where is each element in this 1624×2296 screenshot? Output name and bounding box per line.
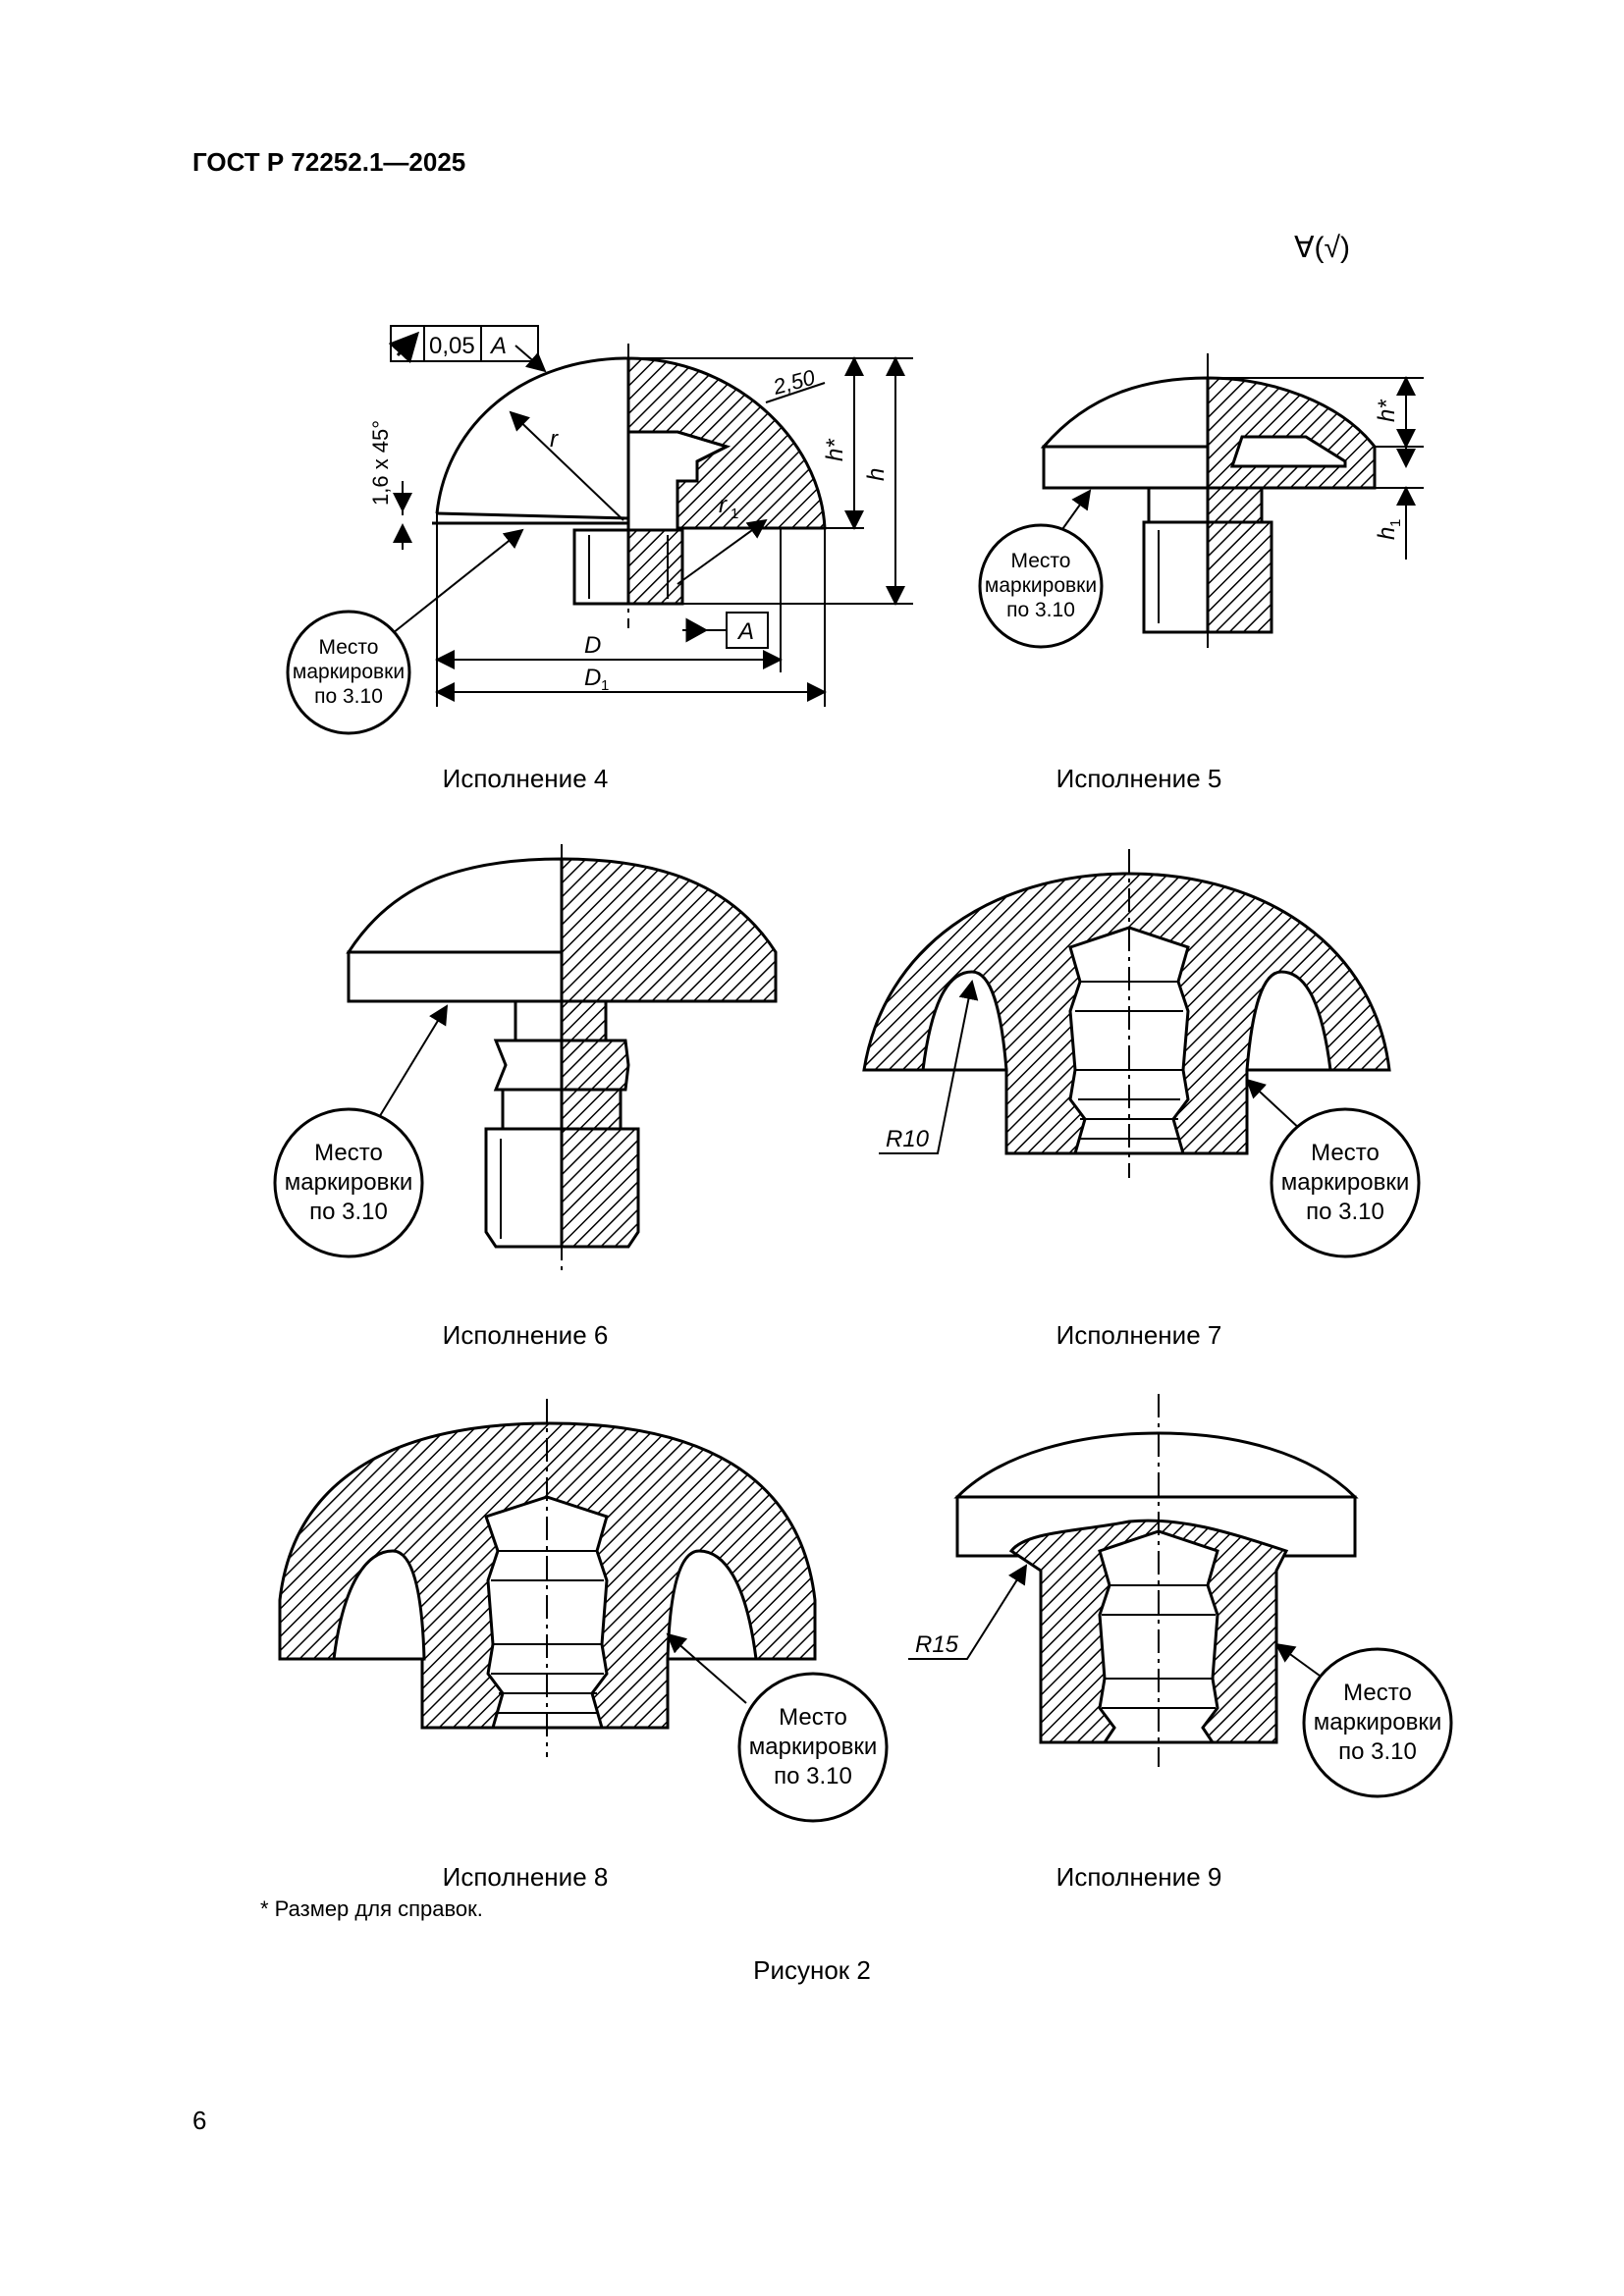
marking-text-line3: по 3.10 [314,685,383,708]
caption-variant-9: Исполнение 9 [1056,1862,1222,1892]
marking-text-line3: по 3.10 [774,1763,852,1789]
dimension-h1-subscript-5: 1 [1387,519,1404,527]
marking-text-line1: Место [1011,550,1071,572]
tolerance-datum: A [489,333,507,359]
marking-text-line1: Место [1343,1680,1412,1706]
marking-text-line1: Место [1311,1140,1380,1166]
dimension-h: h [863,468,890,481]
tolerance-value: 0,05 [429,333,475,359]
marking-text-line2: маркировки [293,661,405,683]
marking-text-line3: по 3.10 [309,1199,388,1225]
dimension-D1-subscript: 1 [601,677,609,694]
variant-6-drawing [273,844,778,1276]
dimension-r1: r [719,492,728,518]
variant-8-labels: Место маркировки по 3.10 [749,1704,877,1789]
figure-caption: Рисунок 2 [753,1955,871,1985]
variant-9-labels: R15 Место маркировки по 3.10 [915,1631,1441,1765]
dimension-h1-5: h [1374,527,1400,540]
page-number: 6 [192,2106,207,2135]
dimension-D: D [584,632,601,659]
variant-9-drawing [908,1394,1453,1798]
variant-7-labels: R10 Место маркировки по 3.10 [886,1126,1409,1225]
variant-7-drawing [862,849,1421,1258]
variant-6-labels: Место маркировки по 3.10 [285,1140,412,1225]
variant-4-drawing [286,325,913,735]
radius-r15: R15 [915,1631,959,1658]
marking-text-line3: по 3.10 [1338,1738,1417,1765]
roughness-symbol: ∀(√) [1294,232,1350,264]
marking-text-line2: маркировки [285,1169,412,1196]
dimension-h-star-5: h* [1374,400,1400,422]
caption-variant-4: Исполнение 4 [442,764,609,793]
dimension-r: r [550,426,559,453]
variant-4-labels: 0,05 A 1,6 x 45° 2,50 r r 1 h* h D D 1 A… [293,333,890,708]
marking-text-line2: маркировки [985,574,1097,597]
marking-text-line2: маркировки [1281,1169,1409,1196]
chamfer-dimension: 1,6 x 45° [368,420,393,506]
dimension-h-star: h* [822,439,848,461]
variant-5-labels: h* h 1 Место маркировки по 3.10 [985,400,1404,621]
dimension-D1: D [584,665,601,691]
caption-variant-7: Исполнение 7 [1056,1320,1222,1350]
marking-text-line1: Место [314,1140,383,1166]
variant-5-drawing [978,353,1424,649]
caption-variant-8: Исполнение 8 [442,1862,609,1892]
marking-text-line2: маркировки [1314,1709,1441,1735]
marking-text-line3: по 3.10 [1006,599,1075,621]
marking-text-line1: Место [319,636,379,659]
radius-r10: R10 [886,1126,930,1152]
caption-variant-6: Исполнение 6 [442,1320,609,1350]
footnote: * Размер для справок. [260,1896,483,1921]
variant-8-drawing [278,1399,889,1823]
caption-variant-5: Исполнение 5 [1056,764,1222,793]
datum-A: A [736,618,754,645]
document-header: ГОСТ Р 72252.1—2025 [192,147,466,177]
marking-text-line3: по 3.10 [1306,1199,1384,1225]
dimension-2-50: 2,50 [770,364,819,400]
marking-text-line1: Место [779,1704,847,1731]
dimension-r1-subscript: 1 [731,506,738,522]
marking-text-line2: маркировки [749,1734,877,1760]
